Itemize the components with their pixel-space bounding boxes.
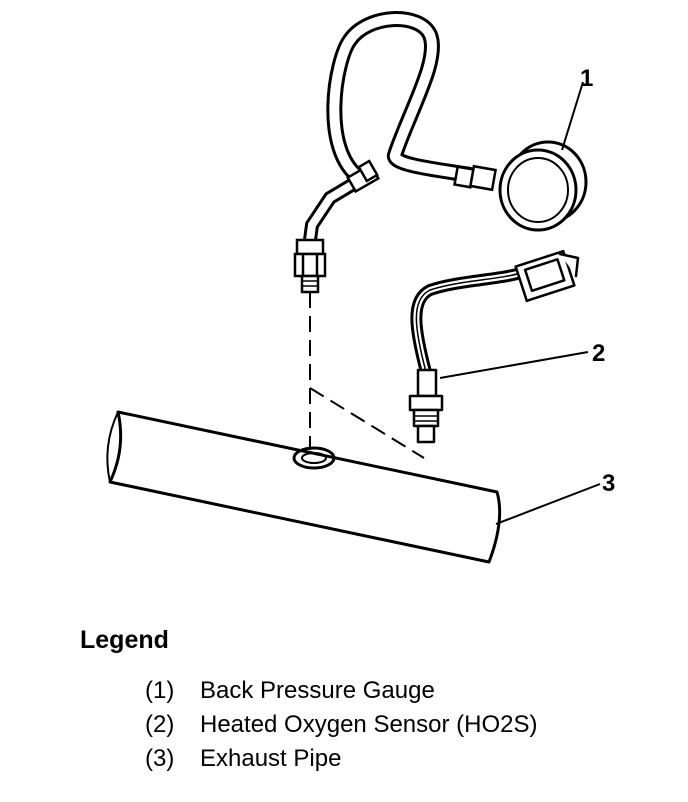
hose-fittings [346,159,498,194]
callout-2: 2 [592,340,605,367]
oxygen-sensor [408,249,580,444]
legend-item: (2) Heated Oxygen Sensor (HO2S) [145,711,538,739]
gauge-hose [303,11,478,247]
install-lines [309,292,425,459]
legend-title: Legend [80,626,169,654]
callout-1: 1 [580,65,593,92]
callout-3: 3 [602,470,615,497]
legend-item: (3) Exhaust Pipe [145,745,341,773]
adapter-fitting [293,238,327,294]
exhaust-pipe [106,410,502,564]
legend-label: Heated Oxygen Sensor (HO2S) [200,711,538,738]
legend-number: (2) [145,711,175,738]
legend-number: (1) [145,677,175,704]
diagram: 1 2 3 [106,11,615,564]
back-pressure-gauge [498,140,588,232]
legend-number: (3) [145,745,175,772]
leader-lines [439,81,601,525]
legend-item: (1) Back Pressure Gauge [145,677,435,705]
sensor-port [292,446,336,470]
legend-label: Back Pressure Gauge [200,677,435,704]
legend-label: Exhaust Pipe [200,745,342,772]
